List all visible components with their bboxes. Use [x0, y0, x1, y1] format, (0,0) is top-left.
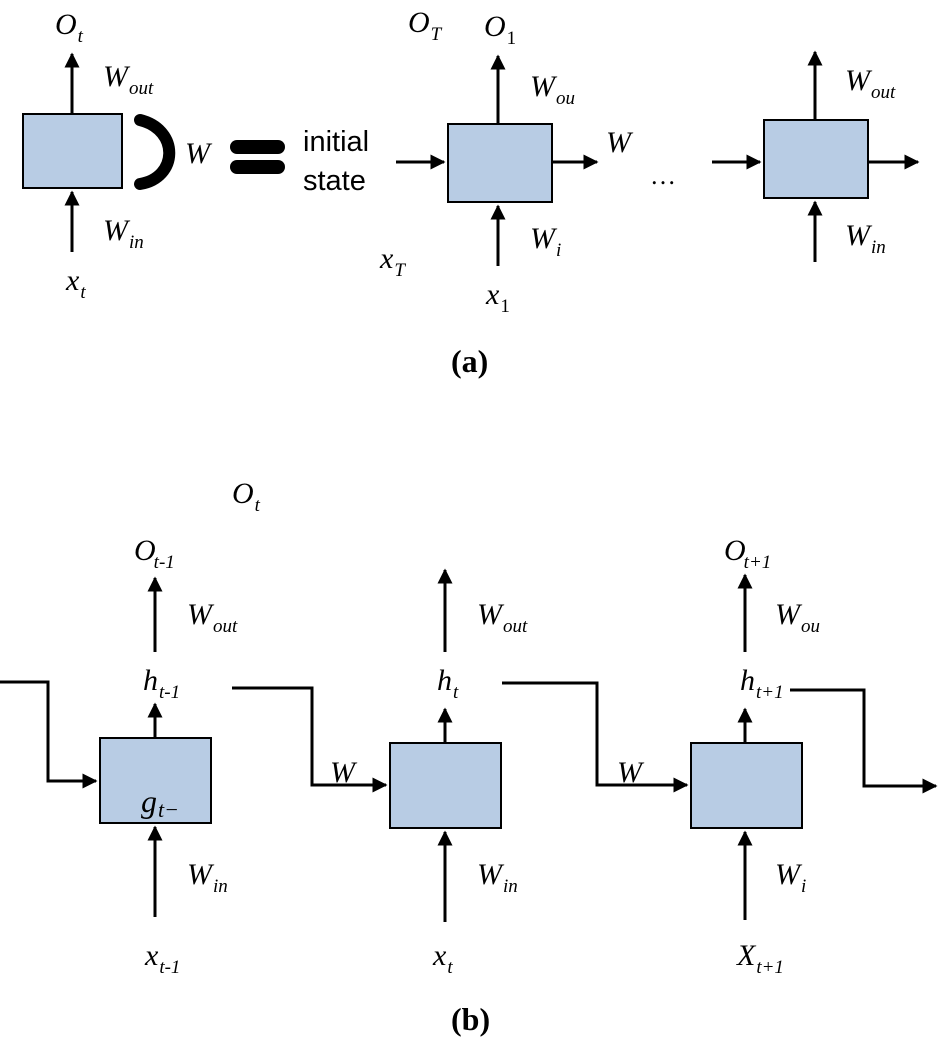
- label-o-T: OT: [408, 6, 443, 45]
- label-x-t-minus-1: xt-1: [144, 939, 180, 978]
- label-o-t-top: Ot: [232, 477, 261, 516]
- initial-state-label-2: state: [303, 165, 366, 197]
- label-w-in-2: Win: [477, 858, 518, 897]
- initial-state-label: initial: [303, 126, 369, 158]
- caption-a: (a): [451, 343, 488, 379]
- label-w-loop: W: [185, 137, 213, 170]
- label-w-right: W: [606, 126, 634, 159]
- label-w-out-2: Wout: [477, 598, 528, 637]
- label-w-ou: Wou: [530, 70, 575, 109]
- label-o-t-minus-1: Ot-1: [134, 534, 175, 573]
- label-w-i-3: Wi: [775, 858, 806, 897]
- state-arrow-t-to-t-plus-1: [502, 681, 689, 793]
- caption-b: (b): [451, 1001, 490, 1037]
- label-x-1: x1: [485, 278, 510, 317]
- label-x-T: xT: [379, 242, 406, 281]
- label-w-2-3: W: [617, 756, 645, 789]
- label-h-t-minus-1: ht-1: [143, 664, 180, 703]
- label-o-1: O1: [484, 10, 516, 49]
- label-w-in-1: Win: [187, 858, 228, 897]
- label-X-t-plus-1: Xt+1: [736, 939, 784, 978]
- label-w-1-2: W: [330, 756, 358, 789]
- equals-bar-bottom: [230, 160, 285, 174]
- rnn-cell-folded: [22, 113, 123, 189]
- incoming-state-arrow: [0, 680, 98, 789]
- rnn-cell-t: [389, 742, 502, 829]
- label-w-i: Wi: [530, 222, 561, 261]
- label-o-t-plus-1: Ot+1: [724, 534, 771, 573]
- label-w-in-T: Win: [845, 219, 886, 258]
- recurrence-loop-icon: [134, 114, 176, 190]
- outgoing-state-arrow: [790, 688, 938, 794]
- label-w-out-T: Wout: [845, 64, 896, 103]
- label-h-t-plus-1: ht+1: [740, 664, 784, 703]
- ellipsis: …: [650, 161, 676, 190]
- label-g-t: gt−: [141, 783, 179, 822]
- panel-b: Ot Ot-1 Wout ht-1 gt− Win xt-1 Wout ht W…: [0, 477, 938, 1037]
- label-w-in: Win: [103, 214, 144, 253]
- rnn-cell-t-plus-1: [690, 742, 803, 829]
- label-w-out-1: Wout: [187, 598, 238, 637]
- label-w-out: Wout: [103, 60, 154, 99]
- label-w-ou-3: Wou: [775, 598, 820, 637]
- panel-a: initial state … Ot Wout W Win xt OT O1 W…: [22, 6, 920, 379]
- equals-bar-top: [230, 140, 285, 154]
- label-x-t: xt: [65, 264, 86, 303]
- label-o-t: Ot: [55, 8, 84, 47]
- label-x-t-b: xt: [432, 939, 453, 978]
- label-h-t: ht: [437, 664, 459, 703]
- rnn-cell-step-1: [447, 123, 553, 203]
- state-arrow-t-minus-1-to-t: [232, 686, 388, 793]
- rnn-cell-step-T: [763, 119, 869, 199]
